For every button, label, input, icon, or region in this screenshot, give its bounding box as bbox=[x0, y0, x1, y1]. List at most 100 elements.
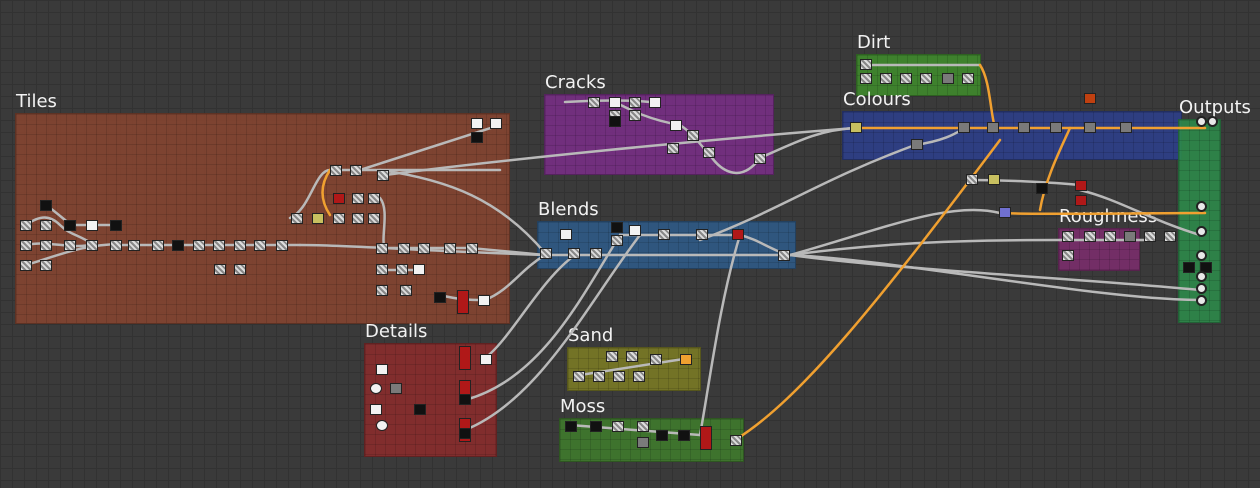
node[interactable] bbox=[670, 120, 682, 131]
node[interactable] bbox=[234, 264, 246, 275]
node[interactable] bbox=[612, 421, 624, 432]
node[interactable] bbox=[1144, 231, 1156, 242]
node[interactable] bbox=[390, 383, 402, 394]
node[interactable] bbox=[962, 73, 974, 84]
node[interactable] bbox=[573, 371, 585, 382]
node[interactable] bbox=[613, 371, 625, 382]
node[interactable] bbox=[1050, 122, 1062, 133]
node[interactable] bbox=[1062, 250, 1074, 261]
node[interactable] bbox=[656, 430, 668, 441]
node[interactable] bbox=[650, 354, 662, 365]
node[interactable] bbox=[611, 222, 623, 233]
node[interactable] bbox=[466, 243, 478, 254]
node[interactable] bbox=[110, 220, 122, 231]
node[interactable] bbox=[377, 170, 389, 181]
node[interactable] bbox=[352, 213, 364, 224]
node[interactable] bbox=[565, 421, 577, 432]
node[interactable] bbox=[754, 153, 766, 164]
node[interactable] bbox=[568, 248, 580, 259]
node[interactable] bbox=[40, 240, 52, 251]
node[interactable] bbox=[376, 285, 388, 296]
node[interactable] bbox=[276, 240, 288, 251]
node[interactable] bbox=[444, 243, 456, 254]
node[interactable] bbox=[900, 73, 912, 84]
node[interactable] bbox=[434, 292, 446, 303]
node[interactable] bbox=[152, 240, 164, 251]
node[interactable] bbox=[1036, 183, 1048, 194]
node[interactable] bbox=[254, 240, 266, 251]
frame-dirt[interactable]: Dirt bbox=[856, 32, 981, 96]
node[interactable] bbox=[1062, 231, 1074, 242]
node[interactable] bbox=[732, 229, 744, 240]
node[interactable] bbox=[611, 235, 623, 246]
node[interactable] bbox=[966, 174, 978, 185]
node[interactable] bbox=[193, 240, 205, 251]
node[interactable] bbox=[633, 371, 645, 382]
node[interactable] bbox=[471, 118, 483, 129]
node[interactable] bbox=[333, 193, 345, 204]
node[interactable] bbox=[667, 143, 679, 154]
node[interactable] bbox=[590, 248, 602, 259]
node[interactable] bbox=[312, 213, 324, 224]
output-node[interactable] bbox=[1196, 201, 1207, 212]
node[interactable] bbox=[376, 264, 388, 275]
node[interactable] bbox=[40, 200, 52, 211]
node[interactable] bbox=[609, 116, 621, 127]
node[interactable] bbox=[396, 264, 408, 275]
node[interactable] bbox=[457, 290, 469, 314]
node[interactable] bbox=[1183, 262, 1195, 273]
frame-details[interactable]: Details bbox=[364, 321, 497, 457]
node[interactable] bbox=[128, 240, 140, 251]
node[interactable] bbox=[678, 430, 690, 441]
node[interactable] bbox=[40, 260, 52, 271]
node[interactable] bbox=[333, 213, 345, 224]
node[interactable] bbox=[86, 220, 98, 231]
node[interactable] bbox=[590, 421, 602, 432]
node[interactable] bbox=[778, 250, 790, 261]
node[interactable] bbox=[64, 220, 76, 231]
node[interactable] bbox=[540, 248, 552, 259]
node[interactable] bbox=[352, 193, 364, 204]
node[interactable] bbox=[370, 383, 382, 394]
node[interactable] bbox=[40, 220, 52, 231]
node[interactable] bbox=[368, 213, 380, 224]
node[interactable] bbox=[1124, 231, 1136, 242]
node[interactable] bbox=[629, 97, 641, 108]
node[interactable] bbox=[459, 428, 471, 439]
node[interactable] bbox=[988, 174, 1000, 185]
output-node[interactable] bbox=[1196, 271, 1207, 282]
node[interactable] bbox=[942, 73, 954, 84]
output-node[interactable] bbox=[1196, 250, 1207, 261]
node[interactable] bbox=[1084, 122, 1096, 133]
node[interactable] bbox=[20, 240, 32, 251]
node[interactable] bbox=[629, 110, 641, 121]
node[interactable] bbox=[560, 229, 572, 240]
node[interactable] bbox=[398, 243, 410, 254]
node[interactable] bbox=[400, 285, 412, 296]
node[interactable] bbox=[700, 426, 712, 450]
node[interactable] bbox=[478, 295, 490, 306]
node[interactable] bbox=[376, 364, 388, 375]
node[interactable] bbox=[370, 404, 382, 415]
node[interactable] bbox=[86, 240, 98, 251]
node[interactable] bbox=[490, 118, 502, 129]
node[interactable] bbox=[1084, 231, 1096, 242]
node[interactable] bbox=[413, 264, 425, 275]
output-node[interactable] bbox=[1196, 116, 1207, 127]
node[interactable] bbox=[987, 122, 999, 133]
node[interactable] bbox=[330, 165, 342, 176]
node[interactable] bbox=[291, 213, 303, 224]
node[interactable] bbox=[172, 240, 184, 251]
node[interactable] bbox=[20, 260, 32, 271]
node[interactable] bbox=[649, 97, 661, 108]
node[interactable] bbox=[860, 59, 872, 70]
node[interactable] bbox=[687, 130, 699, 141]
node[interactable] bbox=[588, 97, 600, 108]
node[interactable] bbox=[609, 97, 621, 108]
node[interactable] bbox=[658, 229, 670, 240]
node[interactable] bbox=[1120, 122, 1132, 133]
node[interactable] bbox=[730, 435, 742, 446]
node[interactable] bbox=[110, 240, 122, 251]
node[interactable] bbox=[418, 243, 430, 254]
output-node[interactable] bbox=[1207, 116, 1218, 127]
